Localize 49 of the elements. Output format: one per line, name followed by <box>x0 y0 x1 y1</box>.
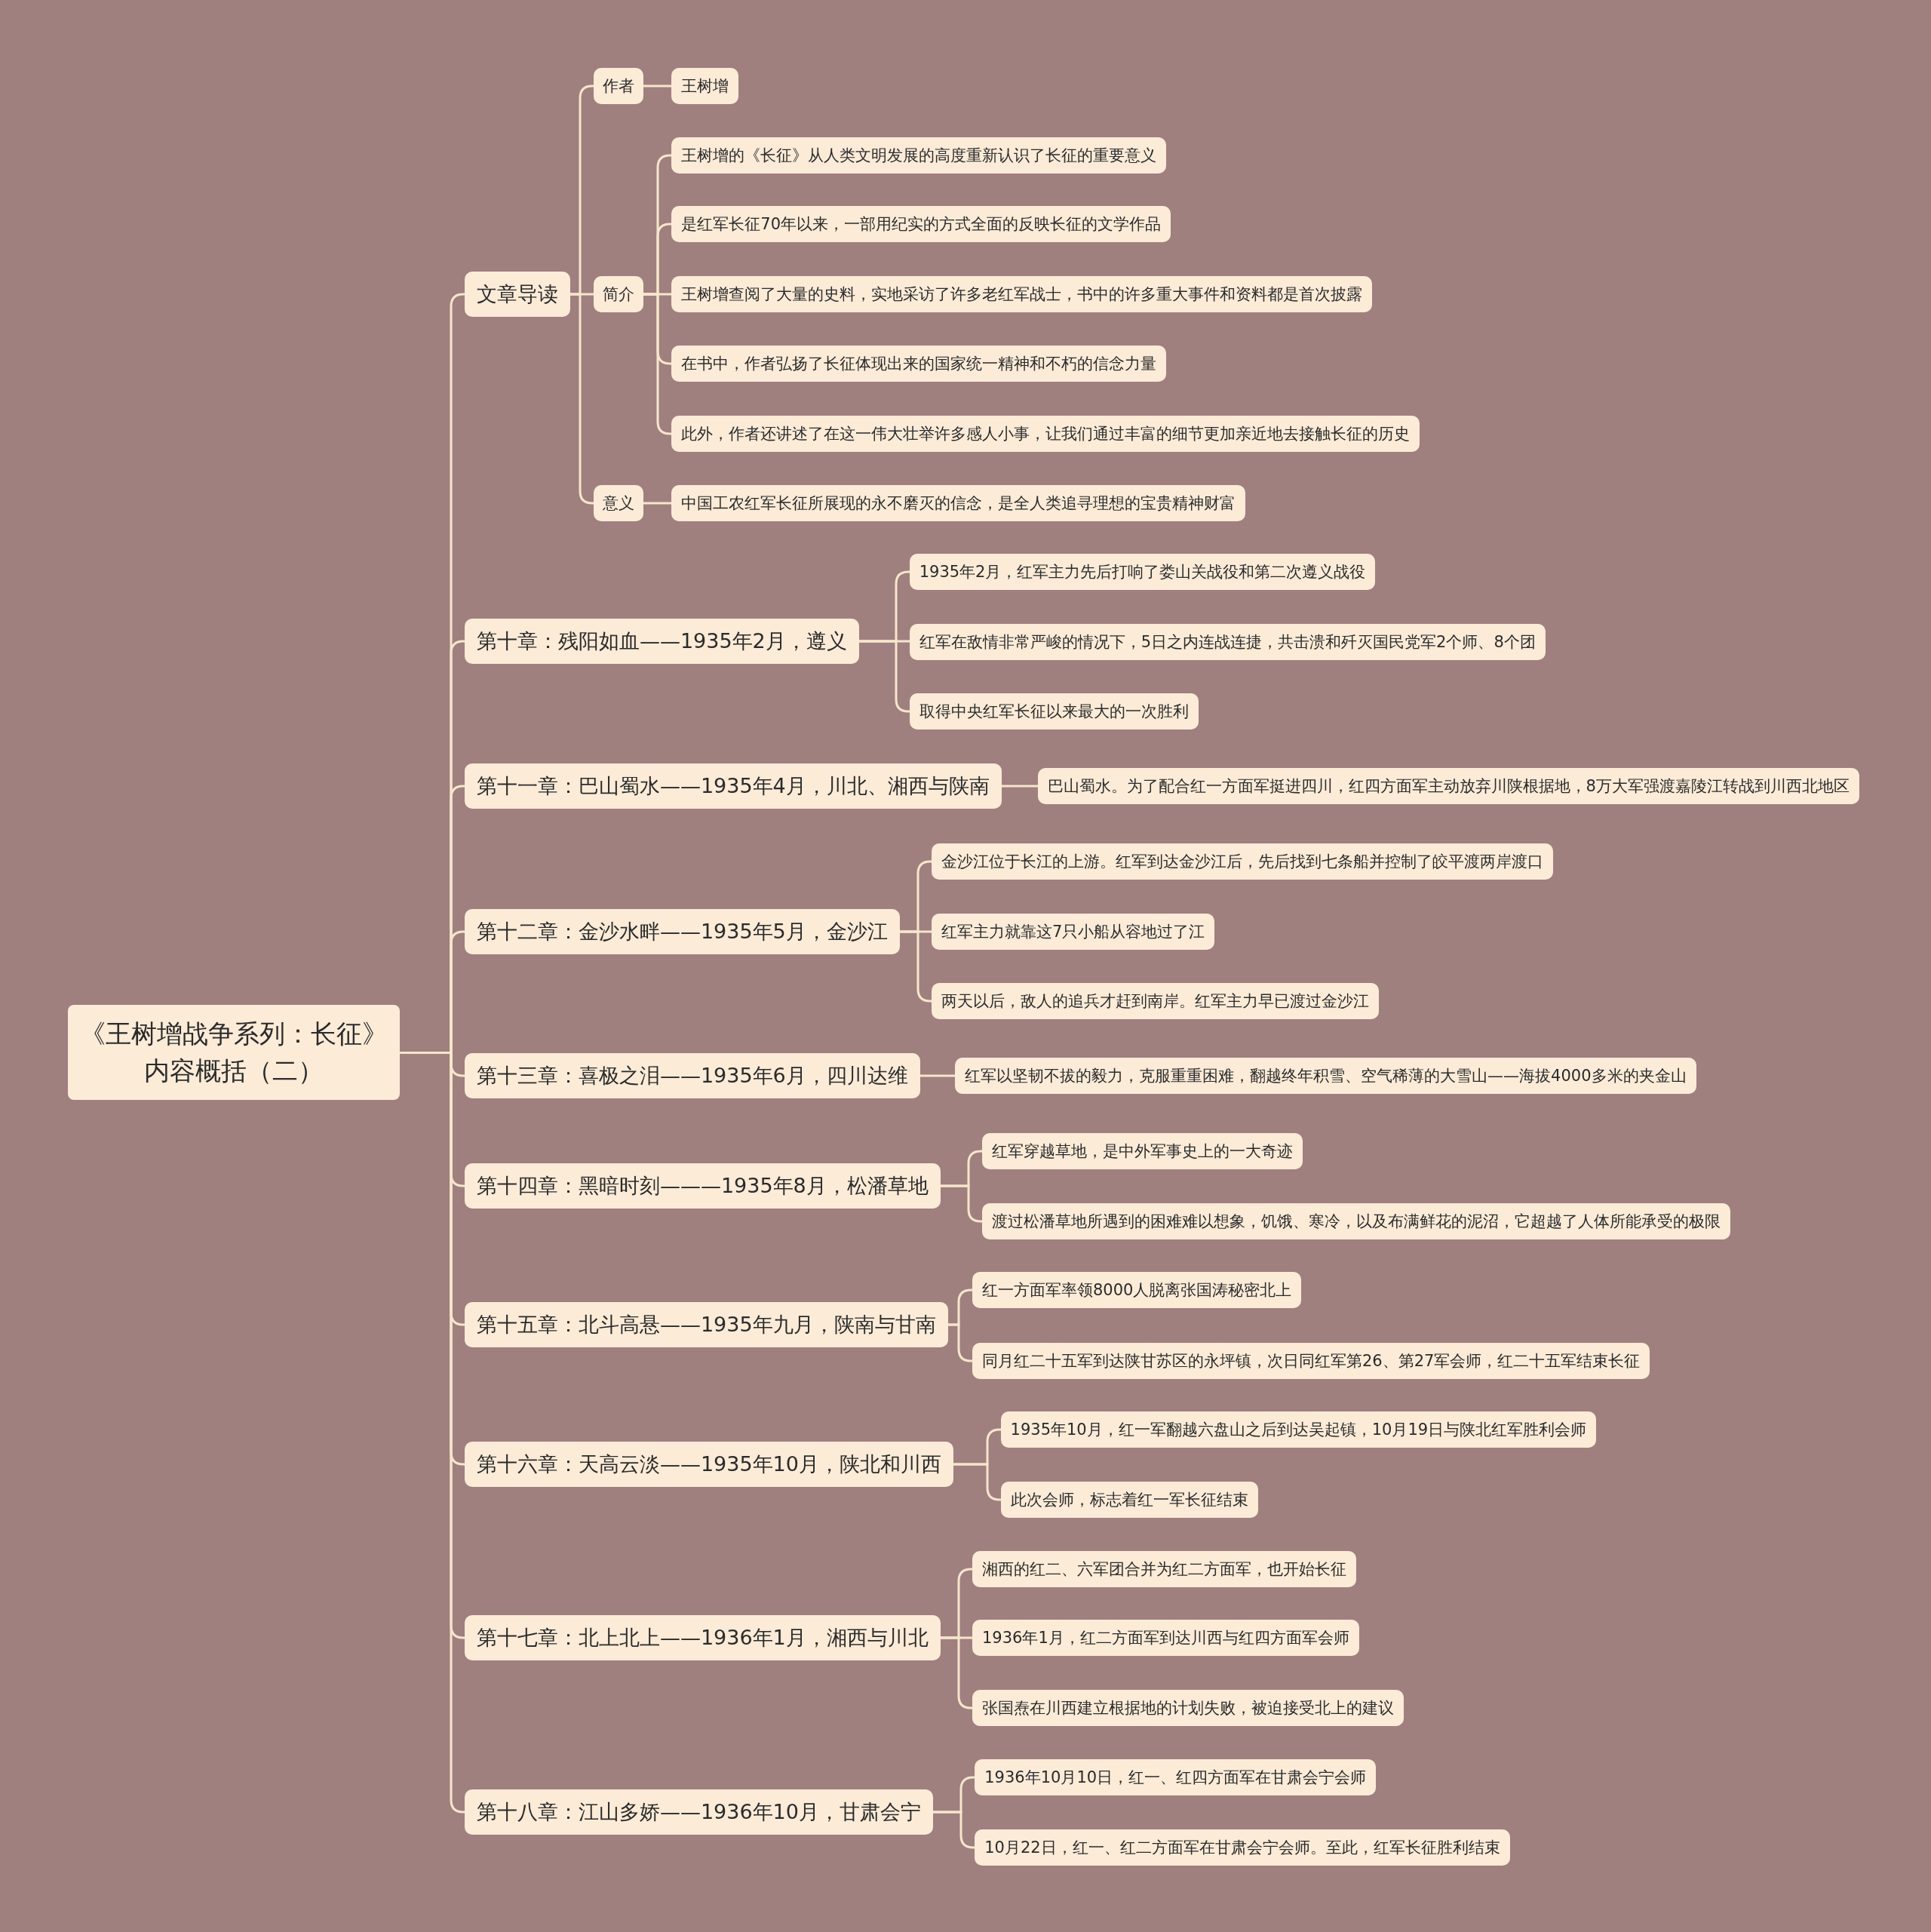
summary-box: 王树增 <box>671 68 739 105</box>
summary-box: 巴山蜀水。为了配合红一方面军挺进四川，红四方面军主动放弃川陕根据地，8万大军强渡嘉陵江转战到川西北地区 <box>1037 768 1859 805</box>
summary-box: 王树增的《长征》从人类文明发展的高度重新认识了长征的重要意义 <box>671 137 1167 174</box>
summary-box: 1935年2月，红军主力先后打响了娄山关战役和第二次遵义战役 <box>909 554 1376 591</box>
subtopic-box: 意义 <box>594 484 644 521</box>
connector-line <box>643 84 671 88</box>
chapter-box: 第十一章：巴山蜀水——1935年4月，川北、湘西与陕南 <box>464 763 1002 809</box>
chapter-box: 文章导读 <box>464 272 570 318</box>
summary-box: 在书中，作者弘扬了长征体现出来的国家统一精神和不朽的信念力量 <box>671 345 1167 382</box>
connector-line <box>859 640 910 713</box>
summary-box: 红军以坚韧不拔的毅力，克服重重困难，翻越终年积雪、空气稀薄的大雪山——海拔4000多米的夹金山 <box>955 1058 1696 1095</box>
summary-box: 张国焘在川西建立根据地的计划失败，被迫接受北上的建议 <box>972 1690 1404 1727</box>
chapter-box: 第十八章：江山多娇——1936年10月，甘肃会宁 <box>464 1789 933 1835</box>
summary-box: 红一方面军率领8000人脱离张国涛秘密北上 <box>972 1272 1302 1309</box>
summary-box: 渡过松潘草地所遇到的困难难以想象，饥饿、寒冷，以及布满鲜花的泥沼，它超越了人体所能承受的极限 <box>982 1203 1731 1239</box>
summary-box: 同月红二十五军到达陕甘苏区的永坪镇，次日同红军第26、第27军会师，红二十五军结束长征 <box>972 1342 1650 1379</box>
chapter-box: 第十三章：喜极之泪——1935年6月，四川达维 <box>464 1053 920 1099</box>
chapter-box: 第十四章：黑暗时刻———1935年8月，松潘草地 <box>464 1163 941 1209</box>
summary-box: 金沙江位于长江的上游。红军到达金沙江后，先后找到七条船并控制了皎平渡两岸渡口 <box>932 843 1554 880</box>
summary-box: 1936年1月，红二方面军到达川西与红四方面军会师 <box>972 1620 1359 1657</box>
summary-box: 10月22日，红一、红二方面军在甘肃会宁会师。至此，红军长征胜利结束 <box>975 1829 1510 1866</box>
chapter-box: 第十章：残阳如血——1935年2月，遵义 <box>464 618 859 664</box>
summary-box: 此次会师，标志着红一军长征结束 <box>1000 1482 1258 1519</box>
chapter-box: 第十七章：北上北上——1936年1月，湘西与川北 <box>464 1615 941 1661</box>
summary-box: 湘西的红二、六军团合并为红二方面军，也开始长征 <box>972 1550 1356 1587</box>
connector-line <box>933 1811 975 1849</box>
summary-box: 取得中央红军长征以来最大的一次胜利 <box>909 693 1199 729</box>
summary-box: 1936年10月10日，红一、红四方面军在甘肃会宁会师 <box>975 1758 1377 1795</box>
summary-box: 1935年10月，红一军翻越六盘山之后到达吴起镇，10月19日与陕北红军胜利会师 <box>1000 1411 1597 1448</box>
summary-box: 王树增查阅了大量的史料，实地采访了许多老红军战士，书中的许多重大事件和资料都是首次披露 <box>671 276 1373 313</box>
summary-box: 红军穿越草地，是中外军事史上的一大奇迹 <box>982 1132 1303 1169</box>
connector-line <box>941 1184 982 1223</box>
subtopic-box: 作者 <box>594 68 644 105</box>
connector-line <box>953 1463 1002 1501</box>
summary-box: 中国工农红军长征所展现的永不磨灭的信念，是全人类追寻理想的宝贵精神财富 <box>671 484 1246 521</box>
summary-box: 红军主力就靠这7只小船从容地过了江 <box>932 914 1215 951</box>
connector-line <box>643 502 671 505</box>
chapter-box: 第十五章：北斗高悬——1935年九月，陕南与甘南 <box>464 1302 948 1348</box>
chapter-box: 第十六章：天高云淡——1935年10月，陕北和川西 <box>464 1441 953 1487</box>
connector-line <box>948 1323 973 1362</box>
summary-box: 此外，作者还讲述了在这一伟大壮举许多感人小事，让我们通过丰富的细节更加亲近地去接触长征的历史 <box>671 416 1420 453</box>
subtopic-box: 简介 <box>594 276 644 313</box>
summary-box: 红军在敌情非常严峻的情况下，5日之内连战连捷，共击溃和歼灭国民党军2个师、8个团 <box>909 624 1546 661</box>
summary-box: 是红军长征70年以来，一部用纪实的方式全面的反映长征的文学作品 <box>671 206 1171 243</box>
chapter-box: 第十二章：金沙水畔——1935年5月，金沙江 <box>464 909 900 955</box>
connector-line <box>1002 785 1038 788</box>
central-topic-box: 《王树增战争系列：长征》内容概括（二） <box>67 1004 400 1101</box>
connector-line <box>920 1074 955 1077</box>
summary-box: 两天以后，敌人的追兵才赶到南岸。红军主力早已渡过金沙江 <box>932 982 1380 1019</box>
